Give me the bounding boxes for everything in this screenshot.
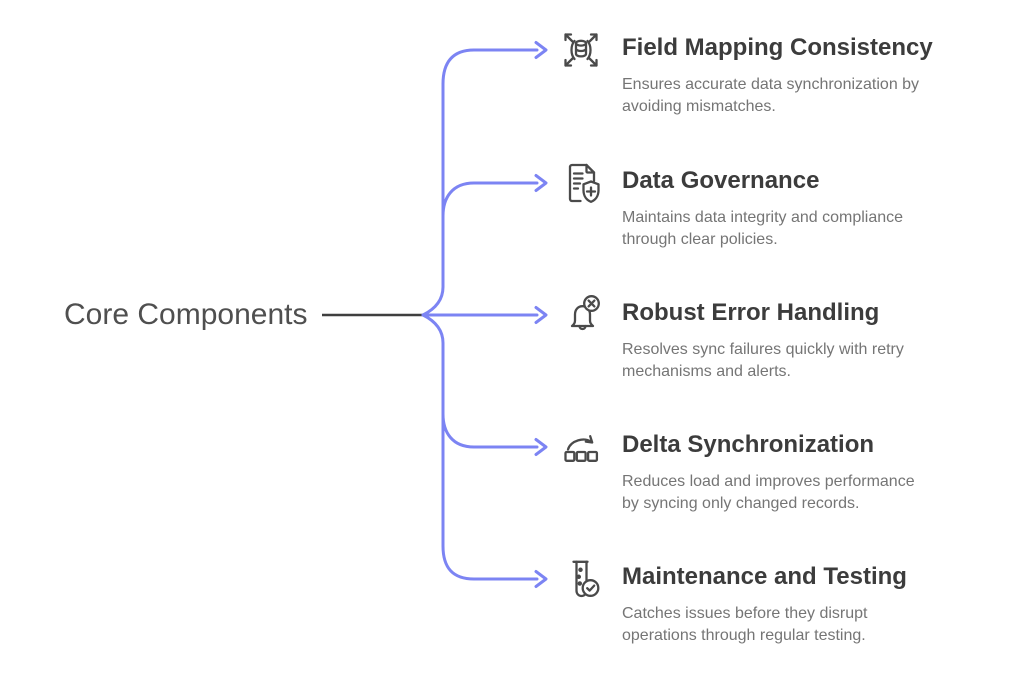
records-sync-arrow-icon bbox=[557, 423, 605, 471]
test-tube-check-icon bbox=[557, 555, 605, 603]
branch-curve-2 bbox=[441, 181, 539, 218]
component-item-delta-sync: Delta Synchronization Reduces load and i… bbox=[557, 423, 915, 515]
bell-error-icon bbox=[557, 291, 605, 339]
arrowhead-5-icon bbox=[534, 570, 548, 588]
item-description: Maintains data integrity and compliance … bbox=[622, 209, 904, 248]
root-label: Core Components bbox=[64, 298, 308, 331]
item-description: Reduces load and improves performance by… bbox=[622, 473, 915, 512]
component-item-maintenance-testing: Maintenance and Testing Catches issues b… bbox=[557, 555, 907, 647]
branch-curve-4 bbox=[441, 412, 539, 449]
item-title: Delta Synchronization bbox=[622, 431, 875, 458]
item-description: Ensures accurate data synchronization by… bbox=[622, 76, 920, 115]
expand-database-icon bbox=[557, 26, 605, 74]
item-title: Field Mapping Consistency bbox=[622, 34, 933, 61]
arrowhead-1-icon bbox=[534, 41, 548, 59]
document-shield-plus-icon bbox=[557, 159, 605, 207]
component-item-data-governance: Data Governance Maintains data integrity… bbox=[557, 159, 903, 251]
item-title: Data Governance bbox=[622, 167, 820, 194]
item-description: Catches issues before they disrupt opera… bbox=[622, 605, 868, 644]
branch-curve-5 bbox=[421, 313, 539, 581]
branch-curve-1 bbox=[421, 48, 539, 317]
item-title: Maintenance and Testing bbox=[622, 563, 907, 590]
item-title: Robust Error Handling bbox=[622, 299, 880, 326]
arrowhead-4-icon bbox=[534, 438, 548, 456]
arrowhead-2-icon bbox=[534, 174, 548, 192]
component-item-field-mapping: Field Mapping Consistency Ensures accura… bbox=[557, 26, 933, 118]
component-item-error-handling: Robust Error Handling Resolves sync fail… bbox=[557, 291, 904, 383]
item-description: Resolves sync failures quickly with retr… bbox=[622, 341, 904, 380]
arrowhead-3-icon bbox=[534, 306, 548, 324]
